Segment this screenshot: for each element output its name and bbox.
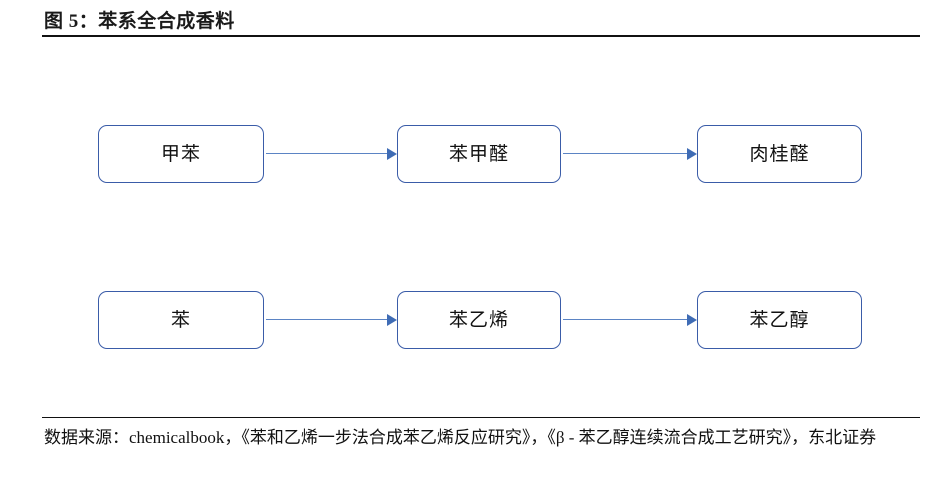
flow-arrow-benzaldehyde-to-cinnamaldehyde xyxy=(563,148,697,160)
flow-node-toluene[interactable]: 甲苯 xyxy=(98,125,264,183)
flow-node-phenylethanol[interactable]: 苯乙醇 xyxy=(697,291,862,349)
flow-node-label: 甲苯 xyxy=(160,143,201,165)
title-divider xyxy=(42,35,920,37)
flow-node-label: 肉桂醛 xyxy=(749,143,810,165)
page-title: 图 5：苯系全合成香料 xyxy=(44,11,235,32)
flow-node-label: 苯乙烯 xyxy=(448,309,509,331)
flow-node-label: 苯甲醛 xyxy=(448,143,509,165)
arrow-head-icon xyxy=(387,148,397,160)
flow-arrow-styrene-to-phenylethanol xyxy=(563,314,697,326)
arrow-shaft xyxy=(563,153,688,154)
arrow-shaft xyxy=(266,319,388,320)
flow-node-benzaldehyde[interactable]: 苯甲醛 xyxy=(397,125,561,183)
arrow-shaft xyxy=(266,153,388,154)
arrow-head-icon xyxy=(687,148,697,160)
flow-node-cinnamaldehyde[interactable]: 肉桂醛 xyxy=(697,125,862,183)
flow-node-label: 苯乙醇 xyxy=(749,309,810,331)
flow-node-label: 苯 xyxy=(170,309,191,331)
arrow-head-icon xyxy=(387,314,397,326)
arrow-shaft xyxy=(563,319,688,320)
flow-arrow-benzene-to-styrene xyxy=(266,314,397,326)
flow-node-benzene[interactable]: 苯 xyxy=(98,291,264,349)
flow-node-styrene[interactable]: 苯乙烯 xyxy=(397,291,561,349)
flow-arrow-toluene-to-benzaldehyde xyxy=(266,148,397,160)
arrow-head-icon xyxy=(687,314,697,326)
source-note: 数据来源：chemicalbook，《苯和乙烯一步法合成苯乙烯反应研究》，《β … xyxy=(44,428,877,447)
source-divider xyxy=(42,417,920,418)
flow-diagram: 甲苯 苯甲醛 肉桂醛 苯 苯乙烯 苯乙醇 xyxy=(98,125,862,349)
